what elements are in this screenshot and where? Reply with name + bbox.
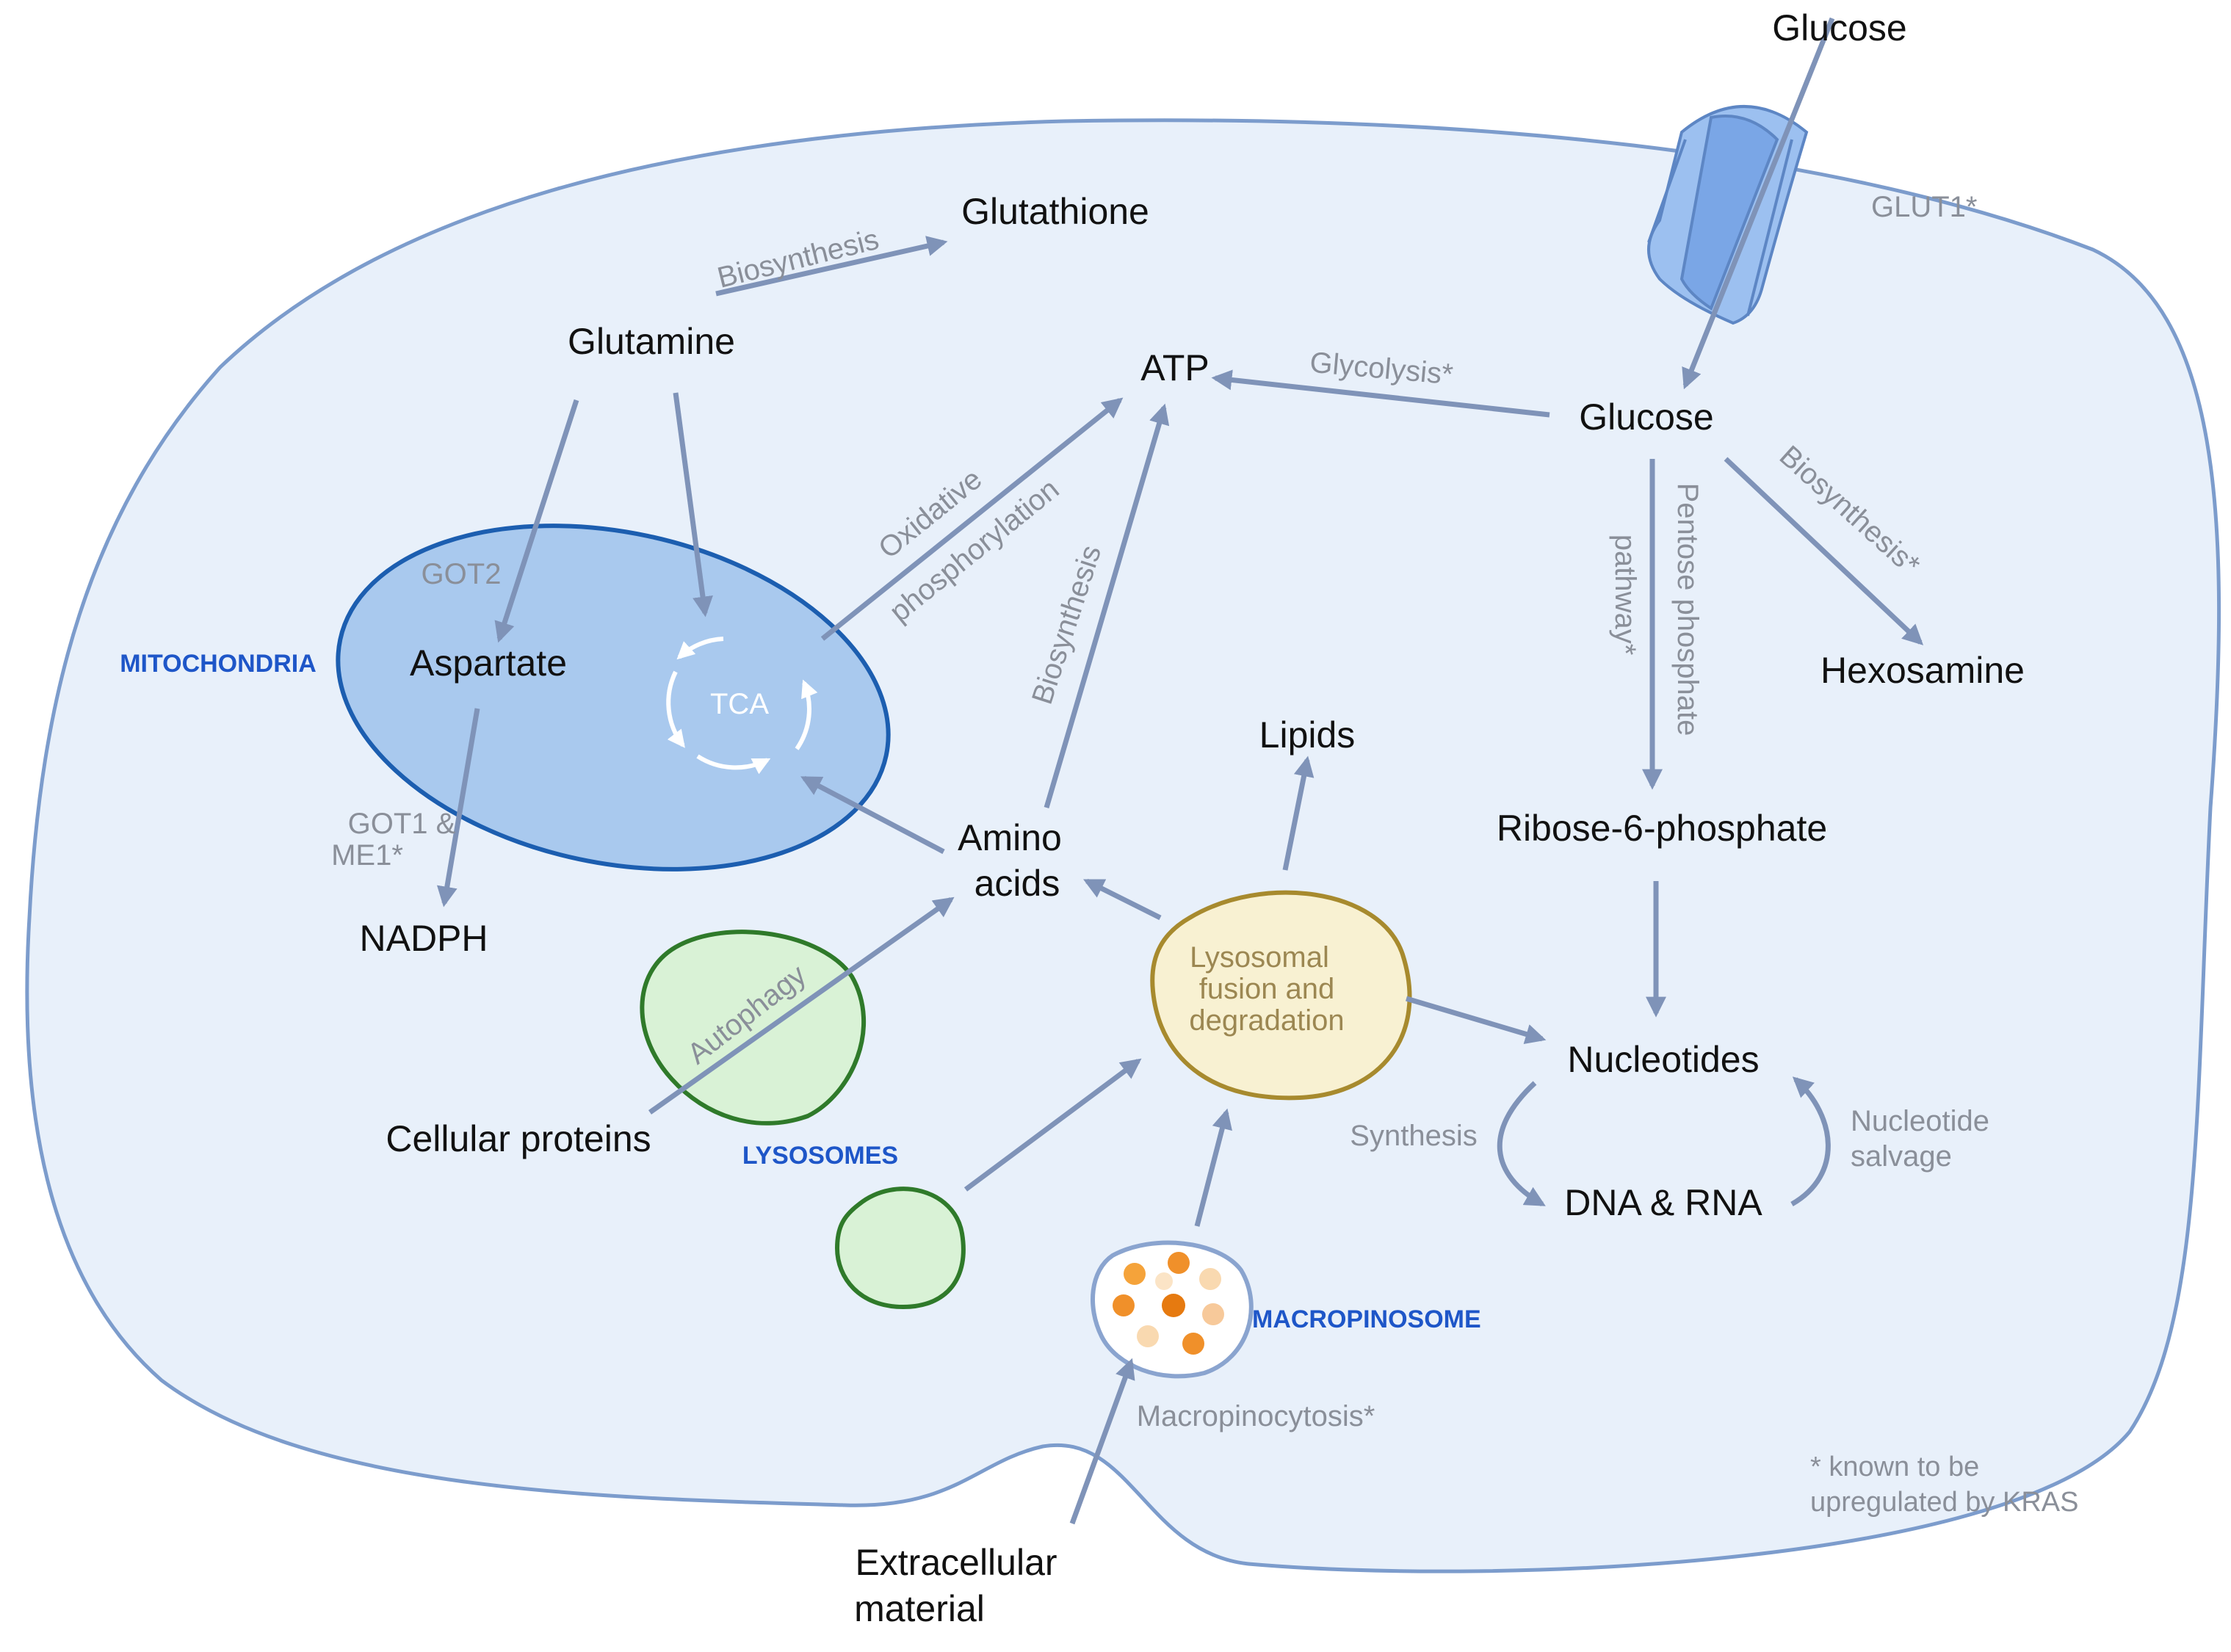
arrow-glutamine-aspartate xyxy=(494,399,579,643)
node-cellular-proteins: Cellular proteins xyxy=(386,1118,651,1159)
node-extracellular-line2: material xyxy=(854,1588,985,1629)
process-got1-me1-line2: ME1* xyxy=(331,839,403,872)
node-dna-rna: DNA & RNA xyxy=(1564,1182,1762,1223)
node-nadph: NADPH xyxy=(359,918,488,959)
arrow-oxphos-atp xyxy=(820,397,1124,641)
arrow-extracellular-macropinosome xyxy=(1069,1358,1135,1525)
arrow-glucose-hexosamine xyxy=(1724,457,1924,645)
arrow-nucleotide-salvage xyxy=(1790,1076,1831,1207)
arrow-fusion-nucleotides xyxy=(1406,996,1547,1045)
lysosome-large xyxy=(640,930,866,1126)
arrow-glutamine-tca xyxy=(673,392,713,617)
node-amino-acids-line2: acids xyxy=(975,863,1060,904)
label-mitochondria: MITOCHONDRIA xyxy=(120,650,317,678)
node-glutathione: Glutathione xyxy=(961,191,1149,232)
process-got2: GOT2 xyxy=(422,558,502,590)
glut1-channel xyxy=(1647,105,1809,325)
mitochondria-shape xyxy=(336,524,891,872)
arrow-synthesis xyxy=(1497,1081,1546,1207)
process-glut1: GLUT1* xyxy=(1871,191,1978,223)
footnote-line2: upregulated by KRAS xyxy=(1810,1487,2078,1518)
arrow-glucose-atp xyxy=(1211,369,1550,418)
label-macropinosome: MACROPINOSOME xyxy=(1252,1305,1481,1333)
label-lysosomal-line3: degradation xyxy=(1189,1004,1344,1037)
node-glucose-inside: Glucose xyxy=(1579,396,1713,438)
arrow-lysosome-fusion xyxy=(963,1058,1142,1192)
label-lysosomal-line1: Lysosomal xyxy=(1190,941,1329,974)
node-atp: ATP xyxy=(1140,347,1209,388)
arrow-macropinosome-fusion xyxy=(1194,1108,1232,1227)
node-aspartate: Aspartate xyxy=(410,642,567,684)
node-amino-acids-line1: Amino xyxy=(958,817,1062,858)
arrow-aminoacids-tca xyxy=(800,775,945,855)
arrow-glutamine-glutathione xyxy=(715,236,948,297)
node-hexosamine: Hexosamine xyxy=(1820,650,2025,691)
macropinosome-shape xyxy=(1091,1240,1254,1379)
arrow-glucose-in xyxy=(1682,17,1835,390)
label-tca: TCA xyxy=(710,688,769,720)
process-synthesis: Synthesis xyxy=(1350,1120,1477,1152)
node-nucleotides: Nucleotides xyxy=(1567,1039,1759,1080)
pathway-arrows xyxy=(436,17,1924,1525)
node-glutamine: Glutamine xyxy=(568,321,735,362)
process-got1-me1-line1: GOT1 & xyxy=(348,808,456,840)
node-ribose: Ribose-6-phosphate xyxy=(1497,808,1827,849)
arrow-proteins-aminoacids xyxy=(648,896,955,1115)
lysosome-small xyxy=(834,1187,966,1310)
node-extracellular-line1: Extracellular xyxy=(855,1542,1057,1583)
label-lysosomes: LYSOSOMES xyxy=(742,1142,898,1170)
arrow-aspartate-nadph xyxy=(436,708,480,907)
process-pentose-line2: pathway* xyxy=(1609,535,1641,656)
arrow-fusion-lipids xyxy=(1282,756,1315,871)
footnote-line1: * known to be xyxy=(1810,1452,1979,1482)
node-lipids: Lipids xyxy=(1259,714,1356,756)
process-pentose-line1: Pentose phosphate xyxy=(1671,483,1704,736)
process-macropinocytosis: Macropinocytosis* xyxy=(1137,1400,1375,1432)
process-salvage-line2: salvage xyxy=(1851,1140,1952,1173)
node-glucose-outside: Glucose xyxy=(1772,7,1906,48)
lysosomal-fusion-shape xyxy=(1150,890,1412,1101)
tca-cycle-icon xyxy=(666,637,818,775)
process-salvage-line1: Nucleotide xyxy=(1851,1105,1989,1137)
arrow-fusion-aminoacids xyxy=(1082,878,1162,921)
arrow-aminoacids-atp xyxy=(1044,403,1170,808)
label-lysosomal-line2: fusion and xyxy=(1199,973,1335,1005)
cell-membrane xyxy=(25,118,2221,1573)
